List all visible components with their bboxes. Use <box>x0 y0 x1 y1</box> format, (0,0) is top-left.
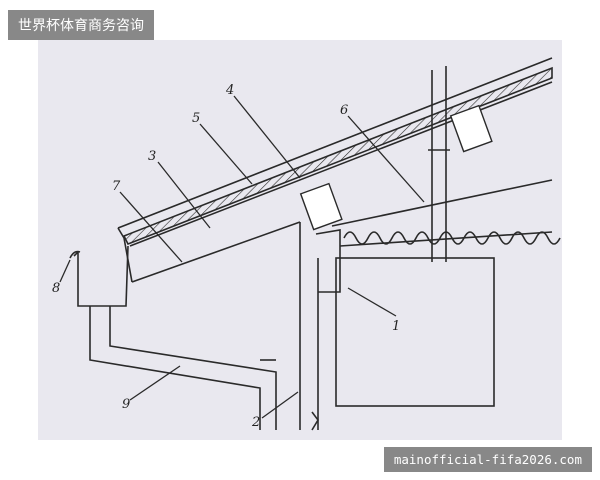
callout-5: 5 <box>192 111 200 126</box>
roof-eave-edge <box>117 227 133 283</box>
roof-panel-top <box>117 57 553 229</box>
callout-8: 8 <box>52 281 60 296</box>
callout-9: 9 <box>122 397 130 412</box>
callout-7: 7 <box>112 179 121 194</box>
callout-1: 1 <box>392 319 400 334</box>
bracket-plate-right <box>449 104 493 153</box>
steel-box-beam <box>335 257 495 407</box>
insulation-top <box>331 179 553 227</box>
watermark-bottom-right: mainofficial-fifa2026.com <box>383 447 592 472</box>
gutter <box>73 245 129 307</box>
downpipe <box>89 306 277 430</box>
callout-3: 3 <box>148 149 156 164</box>
watermark-top-left: 世界杯体育商务咨询 <box>8 10 154 40</box>
callout-4: 4 <box>225 83 234 98</box>
roof-underside <box>131 221 301 283</box>
callout-2: 2 <box>251 415 260 430</box>
gutter-lip <box>69 250 81 259</box>
wall-break <box>311 411 319 431</box>
roof-panel-bottom <box>129 81 553 247</box>
purlin-z-section <box>315 229 341 293</box>
callout-6: 6 <box>340 103 348 118</box>
insulation-wave <box>343 231 561 245</box>
bracket-plate-left <box>299 182 343 231</box>
column-top <box>431 66 447 262</box>
roof-hatch-band <box>122 66 553 246</box>
